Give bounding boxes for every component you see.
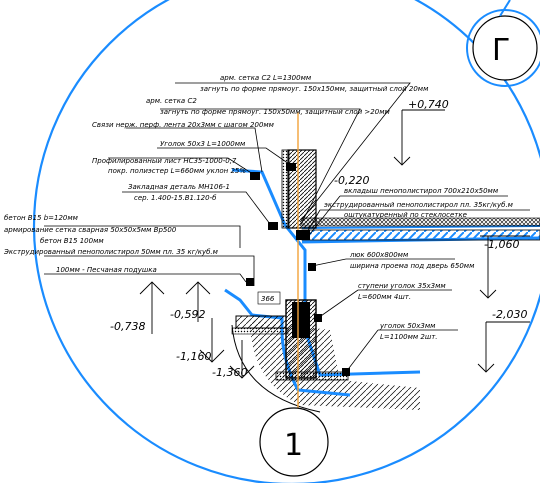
callout-embed-series: сер. 1.400-15.В1.120-б xyxy=(134,194,217,202)
callout-xps-right: экструдированный пенополистирол пл. 35кг… xyxy=(324,201,514,209)
callout-profile-note: покр. полиэстер L=660мм уклон 25% xyxy=(108,167,246,175)
callout-steps-count: L=600мм 4шт. xyxy=(358,293,411,301)
membrane-floor-2 xyxy=(301,225,540,229)
callout-xps-right-note: оштукатуренный по стеклосетке xyxy=(344,211,467,219)
callout-concrete: бетон В15 b=120мм xyxy=(4,214,79,222)
dim-366: 366 xyxy=(261,295,275,303)
callout-mesh-c2: арм. сетка С2 xyxy=(146,97,197,105)
callout-hatch-width: ширина проема под дверь 650мм xyxy=(350,262,475,270)
callout-mesh-c2-1300: арм. сетка С2 L=1300мм xyxy=(220,74,312,82)
level-0592: -0,592 xyxy=(170,308,205,321)
level-0738: -0,738 xyxy=(110,320,145,333)
pit-bottom xyxy=(275,371,349,381)
level-marks xyxy=(139,109,530,379)
ground-hatch-outline xyxy=(231,324,321,413)
level-1360: -1,360 xyxy=(212,366,247,379)
marker-1 xyxy=(250,172,260,180)
node-marker-g-label: Г xyxy=(492,33,510,68)
level-0220: -0,220 xyxy=(334,174,369,187)
node-marker-1-label: 1 xyxy=(284,428,303,463)
callout-sand: 100мм - Песчаная подушка xyxy=(56,266,157,274)
floor-slab-top xyxy=(301,217,540,227)
level-1060: -1,060 xyxy=(484,238,519,251)
callout-mesh-c2-1300-note: загнуть по форме прямоуг. 150х150мм, защ… xyxy=(200,85,429,93)
callout-angle-50: Уголок 50х3 L=1000мм xyxy=(160,140,246,148)
callout-concrete-mesh: армирование сетка сварная 50х50х5мм Вр50… xyxy=(4,226,177,234)
callout-angle-right-count: L=1100мм 2шт. xyxy=(380,333,438,341)
marker-2 xyxy=(286,163,296,171)
node-marker-g xyxy=(472,15,538,81)
marker-5 xyxy=(308,263,316,271)
level-0740: +0,740 xyxy=(408,98,449,111)
dim-box xyxy=(257,291,281,305)
base-slab-dots xyxy=(231,327,289,335)
pit-wall xyxy=(285,299,317,379)
callout-mesh-c2-note: загнуть по форме прямоуг. 150х50мм, защи… xyxy=(160,108,390,116)
callout-hatch: люк 600х800мм xyxy=(349,251,409,259)
leaders xyxy=(44,82,530,373)
upper-wall-insulation xyxy=(281,149,290,229)
pointer-line-g xyxy=(499,0,511,17)
base-slab xyxy=(235,315,287,329)
callout-profile: Профилированный лист НС35-1000-0,7 xyxy=(92,157,237,165)
level-1160: -1,160 xyxy=(176,350,211,363)
callout-angle-right: уголок 50х3мм xyxy=(379,322,436,330)
callout-concrete-100: бетон В15 100мм xyxy=(40,237,104,245)
pit-wall-core xyxy=(292,302,310,338)
callout-steps: ступени уголок 35х3мм xyxy=(358,282,446,290)
membrane-outer xyxy=(231,168,421,377)
callout-insert: вкладыш пенополистирол 700х210х50мм xyxy=(344,187,499,195)
upper-wall-block xyxy=(287,149,317,229)
callout-ties: Связи нерж. перф. лента 20х3мм с шагом 2… xyxy=(92,121,275,129)
callout-xps-35: Экструдированный пенополистирол 50мм пл.… xyxy=(3,248,219,256)
detail-circle-small xyxy=(466,9,540,87)
node-marker-1 xyxy=(259,407,329,477)
marker-8 xyxy=(246,278,254,286)
callout-embed: Закладная деталь МН106-1 xyxy=(128,183,230,191)
marker-4 xyxy=(296,230,310,240)
level-2030: -2,030 xyxy=(492,308,527,321)
marker-3 xyxy=(268,222,278,230)
